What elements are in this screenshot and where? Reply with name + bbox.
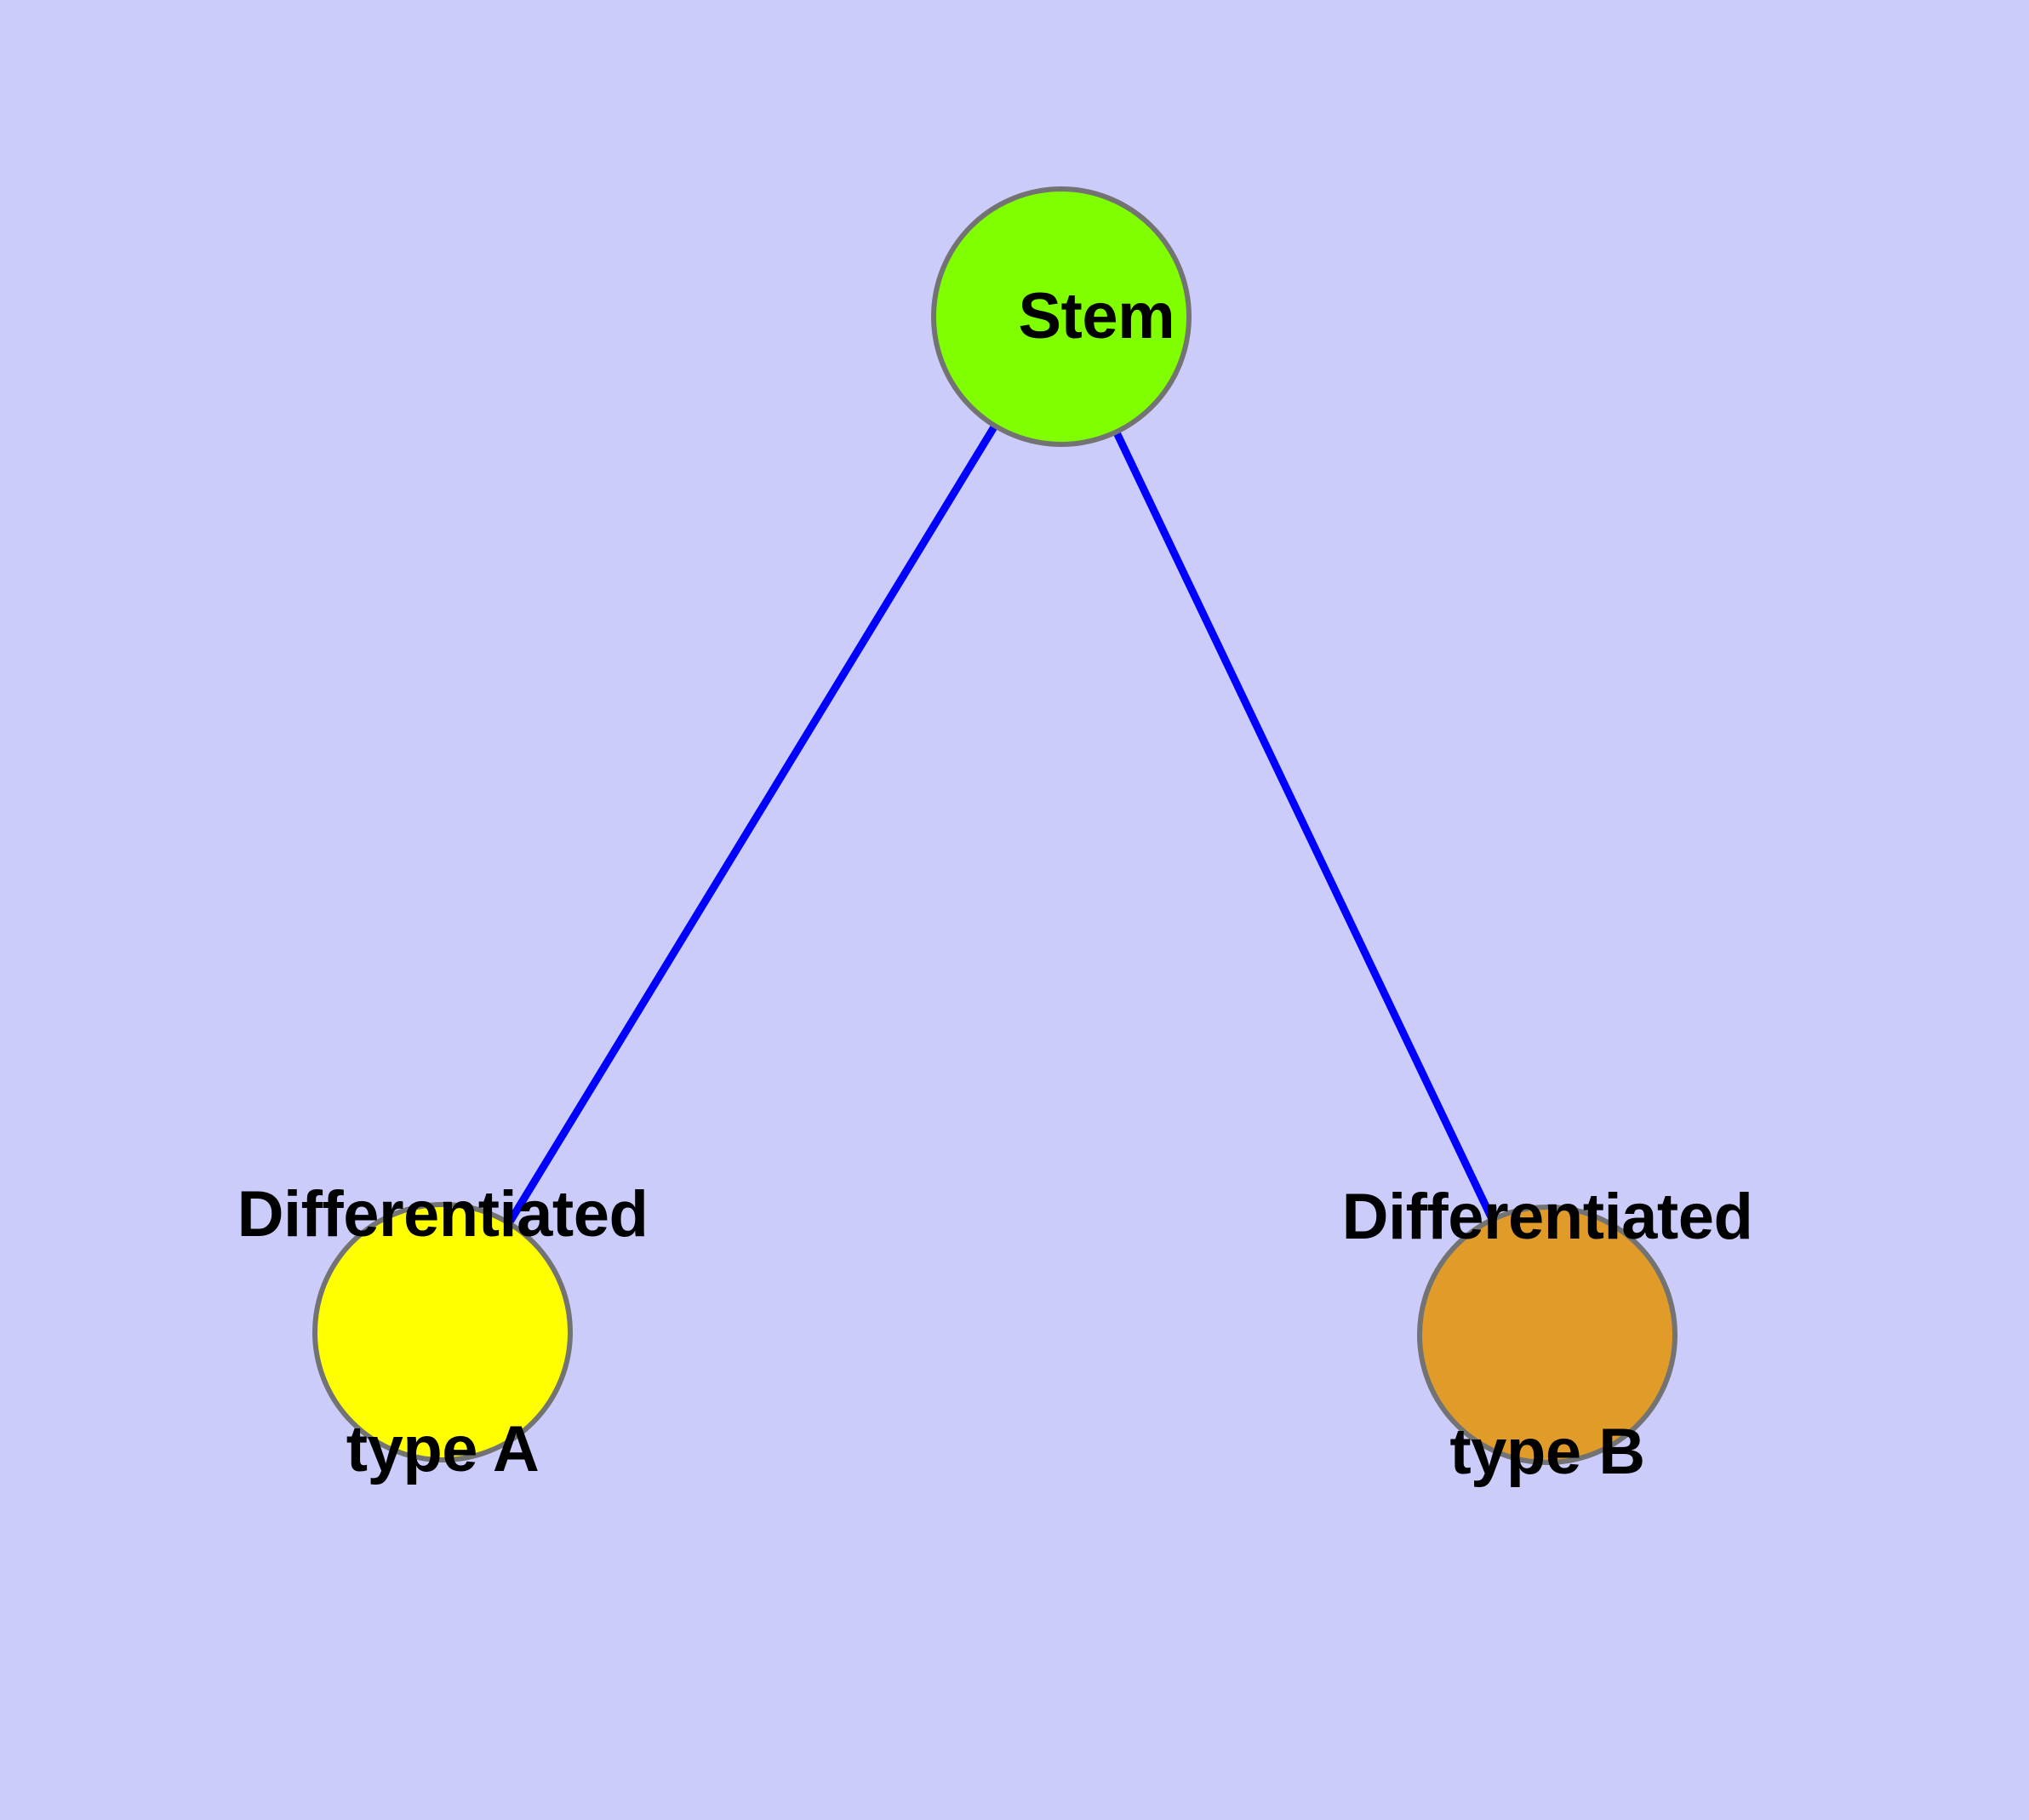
node-stem[interactable] <box>931 186 1192 447</box>
edge-layer <box>439 314 1552 1336</box>
node-diff-b[interactable] <box>1417 1205 1677 1465</box>
edge-stem-to-diff-a[interactable] <box>439 314 1065 1335</box>
node-layer <box>312 186 1677 1465</box>
node-diff-a[interactable] <box>312 1202 573 1462</box>
edge-stem-to-diff-b[interactable] <box>1057 315 1552 1336</box>
